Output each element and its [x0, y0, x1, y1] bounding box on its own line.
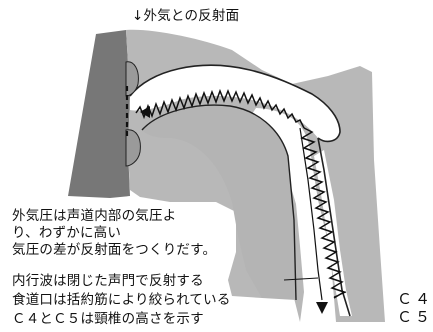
title-label: ↓外気との反射面 [132, 9, 239, 24]
vertebra-label-c5: Ｃ５ [397, 309, 433, 325]
vertebra-label-c4: Ｃ４ [397, 291, 433, 307]
callout-glottis-reflection: 内行波は閉じた声門で反射する [12, 274, 204, 289]
annotation-line-1: 外気圧は声道内部の気圧よ [12, 209, 176, 224]
annotation-line-3: 気圧の差が反射面をつくりだす。 [12, 243, 216, 258]
callout-vertebra-level: Ｃ４とＣ５は頸椎の高さを示す [12, 312, 204, 327]
callout-esophagus-sphincter: 食道口は括約筋により絞られている [12, 293, 231, 308]
annotation-line-2: り、わずかに高い [12, 226, 121, 241]
external-air-region [68, 30, 130, 198]
